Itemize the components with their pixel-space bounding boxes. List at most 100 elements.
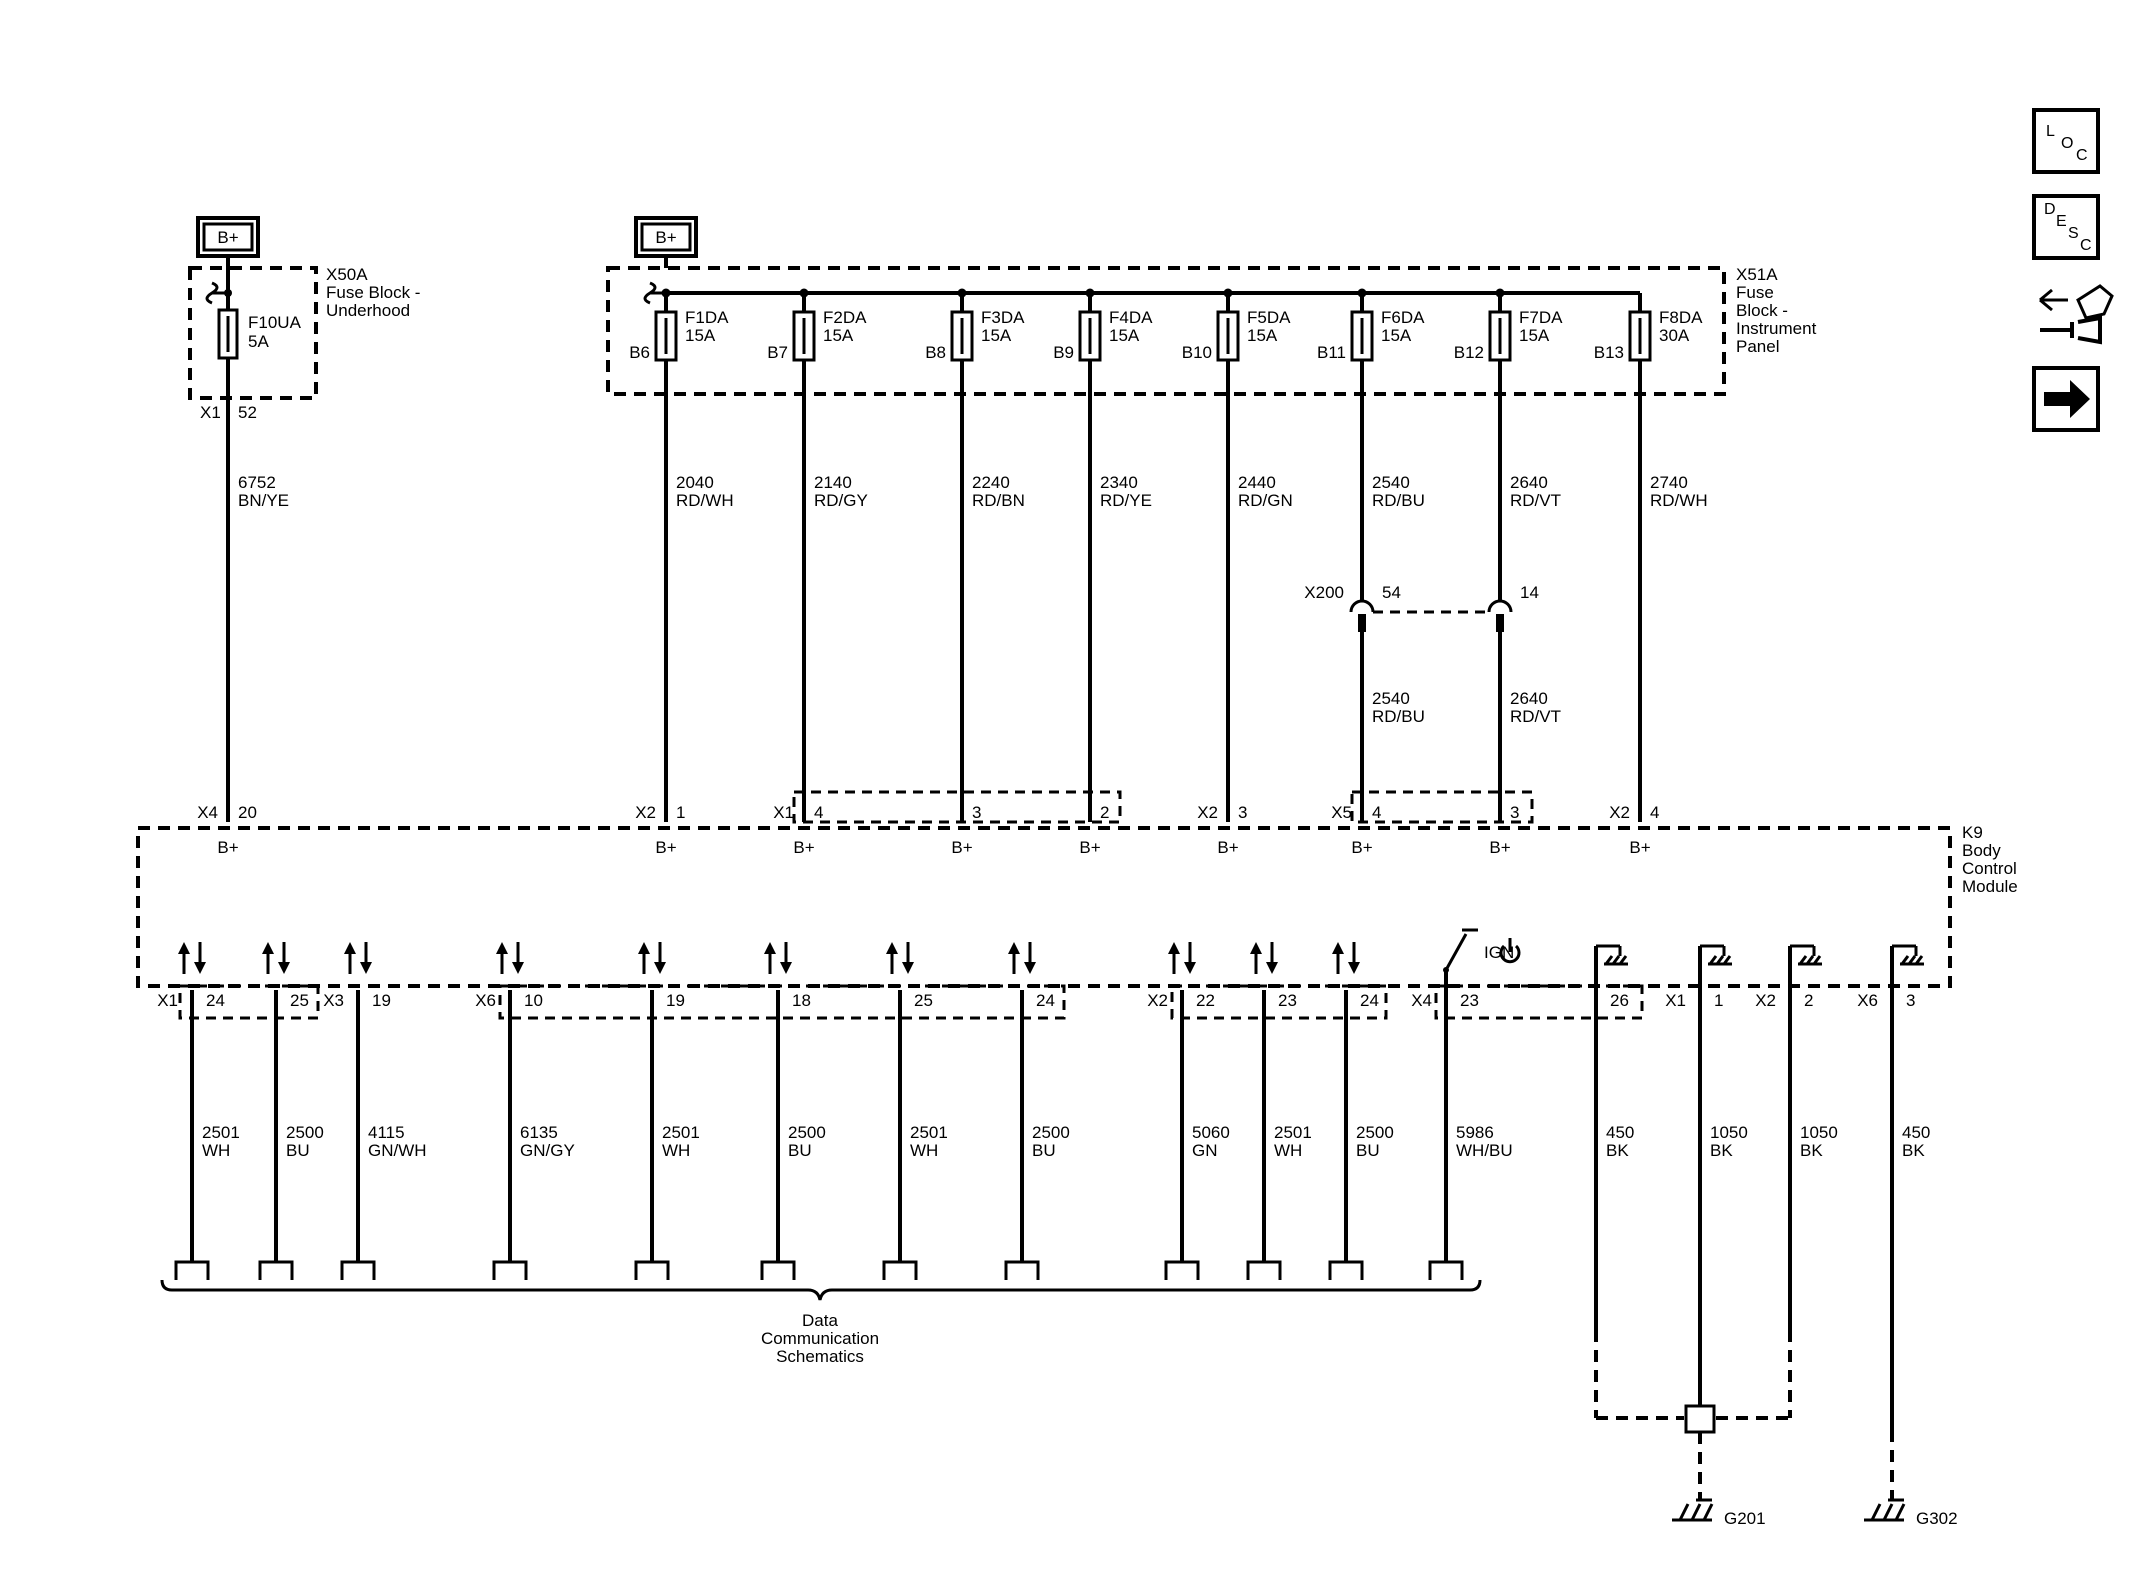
- data-terminal: [760, 1260, 796, 1280]
- fuse-cavity-label: B7: [767, 343, 788, 362]
- wire-color: BU: [286, 1141, 310, 1160]
- circuit-number: 2640: [1510, 689, 1548, 708]
- ground-label: G302: [1916, 1509, 1958, 1528]
- arrow-down-head: [902, 962, 914, 974]
- tool-wrench: [2040, 315, 2102, 345]
- fuse-rating: 5A: [248, 332, 269, 351]
- ign-label: IGN: [1484, 943, 1514, 962]
- wire-color: RD/VT: [1510, 707, 1561, 726]
- fuse-rating: 15A: [823, 326, 854, 345]
- arrow-up-head: [764, 942, 776, 954]
- wire-color: BU: [788, 1141, 812, 1160]
- wire-color: GN: [1192, 1141, 1218, 1160]
- arrow-up-head: [1250, 942, 1262, 954]
- wire-color: BU: [1032, 1141, 1056, 1160]
- circuit-number: 450: [1606, 1123, 1634, 1142]
- circuit-number: 4115: [368, 1123, 405, 1142]
- fuse-block-name: Underhood: [326, 301, 410, 320]
- fuse-block-id: X50A: [326, 265, 368, 284]
- connector-tool-icon[interactable]: [2039, 284, 2114, 345]
- pin-label: 3: [1238, 803, 1247, 822]
- circuit-number: 2500: [1032, 1123, 1070, 1142]
- module-pin-function: B+: [217, 838, 238, 857]
- next-button[interactable]: [2032, 366, 2100, 432]
- fuse-block-name: Instrument: [1736, 319, 1817, 338]
- arrow-up-head: [496, 942, 508, 954]
- circuit-number: 2040: [676, 473, 714, 492]
- pin-label: 4: [814, 803, 823, 822]
- module-pin-function: B+: [1079, 838, 1100, 857]
- fuse-block-name: Fuse: [1736, 283, 1774, 302]
- pin-label: 3: [1906, 991, 1915, 1010]
- wire-color: WH: [202, 1141, 230, 1160]
- desc-button-frame[interactable]: [2032, 194, 2100, 260]
- arrow-down-head: [360, 962, 372, 974]
- fuse-name: F6DA: [1381, 308, 1425, 327]
- fuse-block-name: Fuse Block -: [326, 283, 420, 302]
- fuse-rating: 15A: [981, 326, 1012, 345]
- inline-connector-male: [1496, 614, 1504, 632]
- ground-hatch: [1678, 1503, 1690, 1521]
- ign-switch-pivot: [1443, 967, 1449, 973]
- arrow-up-head: [1332, 942, 1344, 954]
- connector-label: X2: [1147, 991, 1168, 1010]
- ground-hatch: [1690, 1503, 1702, 1521]
- data-terminal: [1004, 1260, 1040, 1280]
- fuse-rating: 15A: [685, 326, 716, 345]
- wire-color: BU: [1356, 1141, 1380, 1160]
- fuse-block-ip-outline: [606, 266, 1726, 396]
- power-icon: [1499, 944, 1521, 964]
- wire-color: RD/BN: [972, 491, 1025, 510]
- connector-label: X4: [197, 803, 218, 822]
- pin-label: 19: [666, 991, 685, 1010]
- wire-color: WH/BU: [1456, 1141, 1513, 1160]
- wire-color: RD/GY: [814, 491, 868, 510]
- arrow-down-head: [1024, 962, 1036, 974]
- data-terminal: [340, 1260, 376, 1280]
- data-comm-label: Communication: [761, 1329, 879, 1348]
- circuit-number: 5986: [1456, 1123, 1494, 1142]
- arrow-down-head: [512, 962, 524, 974]
- pin-label: 20: [238, 803, 257, 822]
- arrow-up-head: [1008, 942, 1020, 954]
- module-pin-function: B+: [793, 838, 814, 857]
- wire-color: BK: [1710, 1141, 1733, 1160]
- pin-label: 1: [1714, 991, 1723, 1010]
- arrow-down-head: [194, 962, 206, 974]
- ground-hatch: [1882, 1503, 1894, 1521]
- wire-color: BK: [1902, 1141, 1925, 1160]
- ground-label: G201: [1724, 1509, 1766, 1528]
- desc-letter: D: [2044, 201, 2056, 218]
- loc-button[interactable]: LOC: [2032, 108, 2100, 174]
- circuit-number: 2340: [1100, 473, 1138, 492]
- fuse-name: F8DA: [1659, 308, 1703, 327]
- pin-label: 25: [914, 991, 933, 1010]
- circuit-number: 2240: [972, 473, 1010, 492]
- arrow-down-head: [1266, 962, 1278, 974]
- ign-switch-arm: [1444, 933, 1468, 971]
- ground-hatch: [1894, 1503, 1906, 1521]
- connector-label: X2: [635, 803, 656, 822]
- wire-color: RD/YE: [1100, 491, 1152, 510]
- ground-hatch: [1702, 1503, 1714, 1521]
- pin-label: 10: [524, 991, 543, 1010]
- pin-label: 3: [972, 803, 981, 822]
- pin-label: 54: [1382, 583, 1401, 602]
- pin-label: 4: [1372, 803, 1381, 822]
- wire-color: BK: [1606, 1141, 1629, 1160]
- fuse-rating: 15A: [1109, 326, 1140, 345]
- arrow-down-head: [1348, 962, 1360, 974]
- arrow-down-head: [278, 962, 290, 974]
- ground-hatch: [1870, 1503, 1882, 1521]
- loc-button-frame[interactable]: [2032, 108, 2100, 174]
- wire-color: RD/BU: [1372, 491, 1425, 510]
- arrow-up-head: [178, 942, 190, 954]
- next-arrow-icon: [2044, 380, 2090, 418]
- module-name: Body: [1962, 841, 2001, 860]
- fuse-rating: 15A: [1519, 326, 1550, 345]
- connector-group-X5: [1350, 790, 1534, 824]
- data-comm-label: Data: [802, 1311, 838, 1330]
